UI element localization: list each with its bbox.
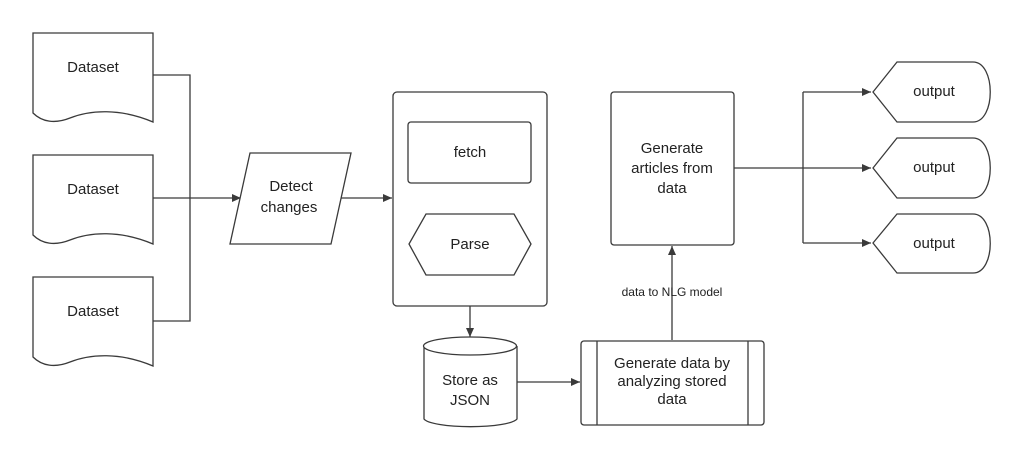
dataset-label: Dataset [67, 181, 120, 198]
generate-articles-line1: Generate [641, 140, 704, 157]
store-json-node: Store as JSON [422, 336, 518, 428]
output-node-1: output [872, 61, 991, 123]
parse-label: Parse [450, 236, 489, 253]
nlg-edge-label: data to NLG model [622, 285, 723, 299]
dataset-label: Dataset [67, 303, 120, 320]
fetch-node: fetch [407, 121, 532, 184]
detect-label-line1: Detect [269, 178, 313, 195]
generate-data-node: Generate data by analyzing stored data [580, 340, 765, 426]
output-label: output [913, 159, 956, 176]
parse-node: Parse [408, 213, 532, 276]
detect-changes-node: Detect changes [229, 152, 352, 245]
fetch-label: fetch [454, 144, 487, 161]
generate-articles-node: Generate articles from data [610, 91, 735, 246]
output-node-2: output [872, 137, 991, 199]
generate-data-line1: Generate data by [614, 355, 730, 372]
generate-data-line3: data [657, 391, 687, 408]
dataset-node-2: Dataset [32, 154, 154, 245]
output-node-3: output [872, 213, 991, 274]
output-label: output [913, 235, 956, 252]
dataset-node-1: Dataset [32, 32, 154, 123]
store-label-line2: JSON [450, 392, 490, 409]
store-label-line1: Store as [442, 372, 498, 389]
generate-articles-line3: data [657, 180, 687, 197]
dataset-label: Dataset [67, 59, 120, 76]
dataset-node-3: Dataset [32, 276, 154, 367]
detect-label-line2: changes [261, 199, 318, 216]
generate-articles-line2: articles from [631, 160, 713, 177]
output-label: output [913, 83, 956, 100]
generate-data-line2: analyzing stored [617, 373, 726, 390]
